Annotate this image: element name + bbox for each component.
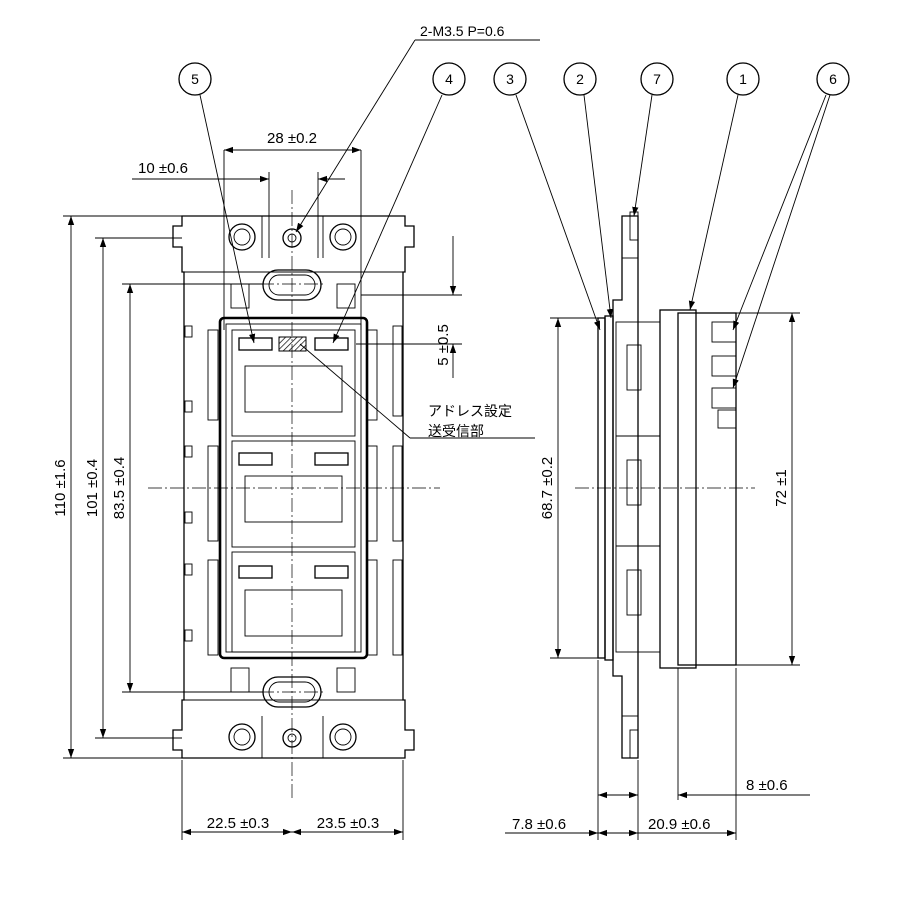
switch-button-2 <box>231 440 356 548</box>
dim-depth-front: 7.8 ±0.6 <box>512 816 566 833</box>
part-balloon-4 <box>432 62 466 96</box>
note-line-1: アドレス設定 <box>428 403 512 419</box>
dim-height-plate: 101 ±0.4 <box>84 459 101 517</box>
svg-text:1: 1 <box>739 71 747 87</box>
switch-button-1 <box>231 329 356 437</box>
mounting-frame-outline <box>172 215 415 759</box>
dim-width-right: 23.5 ±0.3 <box>317 815 379 832</box>
front-dimensions: 28 ±0.2 10 ±0.6 110 ±1.6 101 ±0.4 83.5 ±… <box>52 130 462 840</box>
part-balloon-2 <box>563 62 597 96</box>
svg-text:4: 4 <box>445 71 453 87</box>
terminals <box>711 321 737 429</box>
front-callouts: 2-M3.5 P=0.6 アドレス設定 送受信部 5 4 <box>178 23 540 439</box>
svg-text:3: 3 <box>506 71 514 87</box>
part-balloon-3 <box>493 62 527 96</box>
svg-text:7: 7 <box>653 71 661 87</box>
part-balloon-5 <box>178 62 212 96</box>
top-mounting-holes <box>228 223 357 251</box>
svg-text:6: 6 <box>829 71 837 87</box>
dim-screw-offset: 10 ±0.6 <box>138 160 188 177</box>
svg-text:2: 2 <box>576 71 584 87</box>
part-balloon-7 <box>640 62 674 96</box>
side-callouts: 3 2 7 1 6 <box>493 62 850 389</box>
dim-sensor-height: 5 ±0.5 <box>435 324 452 366</box>
side-view <box>575 211 755 759</box>
dim-side-height: 68.7 ±0.2 <box>539 457 556 519</box>
thread-spec-label: 2-M3.5 P=0.6 <box>420 23 505 39</box>
dim-depth-back: 8 ±0.6 <box>746 777 788 794</box>
switch-button-3 <box>231 551 356 653</box>
dim-depth-body: 20.9 ±0.6 <box>648 816 710 833</box>
dim-height-overall: 110 ±1.6 <box>52 459 69 516</box>
side-clips <box>184 325 403 656</box>
part-balloon-6 <box>816 62 850 96</box>
note-line-2: 送受信部 <box>428 423 484 439</box>
dim-height-opening: 83.5 ±0.4 <box>111 457 128 519</box>
front-view <box>148 190 440 800</box>
dim-side-body-height: 72 ±1 <box>773 469 790 506</box>
dim-screw-pitch: 28 ±0.2 <box>267 130 317 147</box>
address-transceiver-window <box>278 336 307 352</box>
side-dimensions: 68.7 ±0.2 72 ±1 8 ±0.6 7.8 ±0.6 20.9 ±0.… <box>505 312 810 840</box>
bottom-mounting-holes <box>228 723 357 751</box>
svg-text:5: 5 <box>191 71 199 87</box>
top-screw-slot <box>262 269 322 301</box>
part-balloon-1 <box>726 62 760 96</box>
mounting-flange <box>612 215 639 759</box>
dim-width-left: 22.5 ±0.3 <box>207 815 269 832</box>
switch-module <box>218 316 369 660</box>
